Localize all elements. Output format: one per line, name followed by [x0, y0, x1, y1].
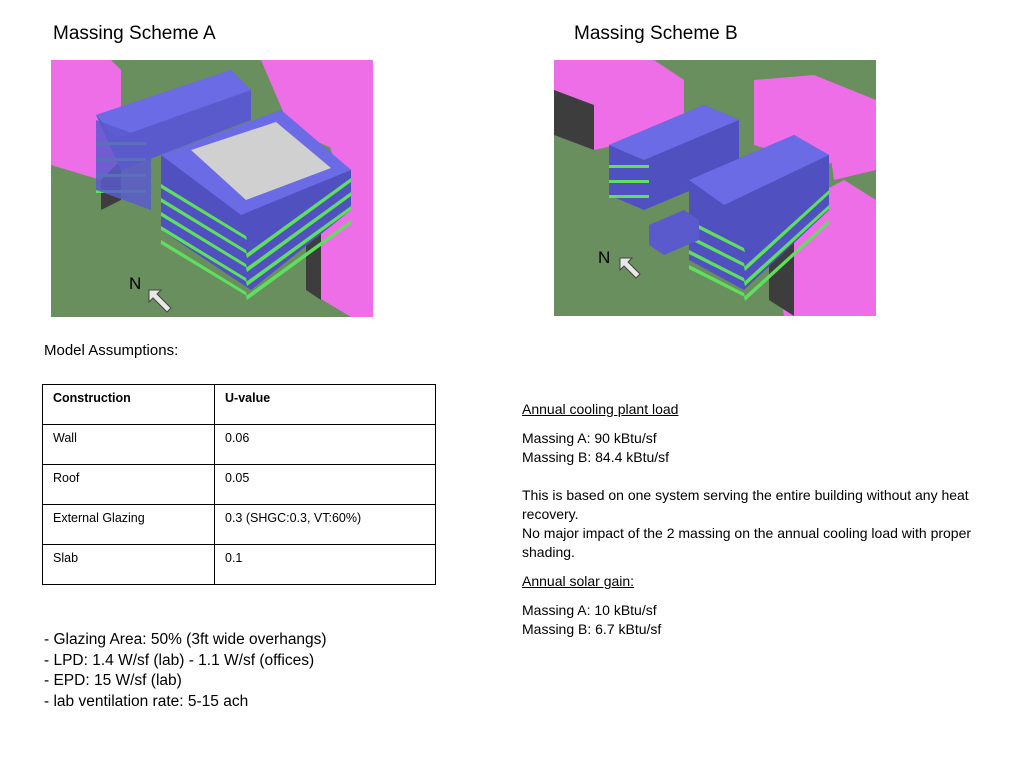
north-label-b: N — [598, 248, 610, 267]
assumption-bullets: - Glazing Area: 50% (3ft wide overhangs)… — [44, 630, 327, 712]
solar-massing-b: Massing B: 6.7 kBtu/sf — [522, 621, 662, 637]
table-cell: 0.1 — [214, 544, 436, 585]
header-u-value: U-value — [214, 384, 436, 425]
table-row: Wall 0.06 — [42, 424, 436, 465]
bullet-item: - lab ventilation rate: 5-15 ach — [44, 692, 249, 710]
bullet-item: - Glazing Area: 50% (3ft wide overhangs) — [44, 631, 327, 648]
cooling-massing-b: Massing B: 84.4 kBtu/sf — [522, 449, 670, 465]
solar-massing-a: Massing A: 10 kBtu/sf — [522, 602, 657, 618]
cooling-heading: Annual cooling plant load — [522, 401, 679, 417]
north-label-a: N — [129, 274, 141, 293]
cooling-massing-a: Massing A: 90 kBtu/sf — [522, 430, 657, 446]
table-header-row: Construction U-value — [42, 384, 436, 425]
table-cell: 0.06 — [214, 424, 436, 465]
table-cell: Roof — [42, 464, 215, 505]
u-value-table: Construction U-value Wall 0.06 Roof 0.05… — [42, 384, 436, 585]
cooling-note-2: No major impact of the 2 massing on the … — [522, 525, 972, 560]
massing-b-image: N — [554, 60, 876, 316]
table-row: External Glazing 0.3 (SHGC:0.3, VT:60%) — [42, 504, 436, 545]
table-cell: Wall — [42, 424, 215, 465]
table-cell: Slab — [42, 544, 215, 585]
model-assumptions-title: Model Assumptions: — [44, 342, 179, 359]
table-row: Slab 0.1 — [42, 544, 436, 585]
results-panel: Annual cooling plant load Massing A: 90 … — [522, 400, 1002, 639]
solar-heading: Annual solar gain: — [522, 573, 635, 589]
table-cell: 0.05 — [214, 464, 436, 505]
massing-a-image: N — [51, 60, 373, 317]
bullet-item: - LPD: 1.4 W/sf (lab) - 1.1 W/sf (office… — [44, 651, 315, 669]
bullet-item: - EPD: 15 W/sf (lab) — [44, 672, 182, 689]
table-cell: 0.3 (SHGC:0.3, VT:60%) — [214, 504, 436, 545]
header-construction: Construction — [42, 384, 215, 425]
scheme-b-title: Massing Scheme B — [574, 23, 738, 44]
cooling-note-1: This is based on one system serving the … — [522, 487, 969, 522]
table-row: Roof 0.05 — [42, 464, 436, 505]
table-cell: External Glazing — [42, 504, 215, 545]
scheme-a-title: Massing Scheme A — [53, 23, 216, 44]
